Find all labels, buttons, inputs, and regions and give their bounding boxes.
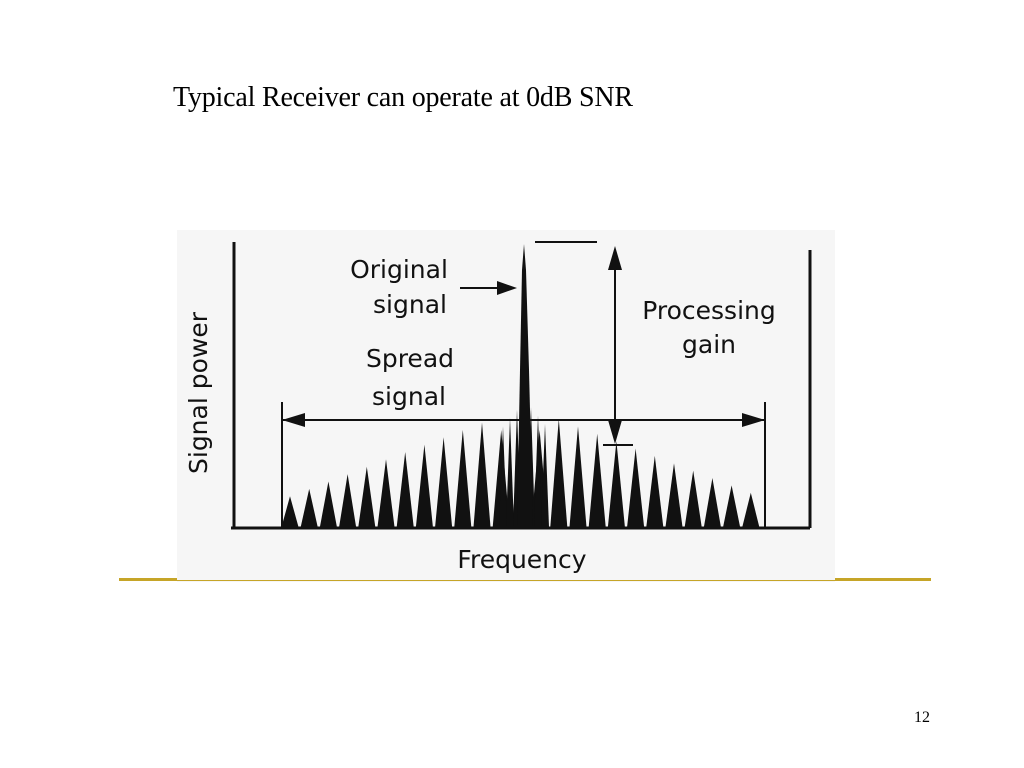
- spread-signal-spikes: [281, 401, 760, 527]
- footer-rule-under-figure: [177, 580, 835, 581]
- spread-signal-spike: [339, 474, 357, 527]
- processing-gain-label-line1: Processing: [642, 296, 776, 325]
- x-axis-label: Frequency: [457, 545, 586, 574]
- spread-signal-spike: [607, 441, 625, 527]
- spread-arrow-left-head: [282, 413, 305, 427]
- spread-spectrum-diagram: Original signal Spread signal Processing…: [177, 230, 835, 582]
- spread-signal-spike: [396, 452, 414, 527]
- spread-signal-spike: [588, 433, 606, 527]
- footer-rule-right: [835, 578, 931, 581]
- spread-signal-spike: [473, 422, 491, 527]
- spread-signal-spike: [665, 463, 683, 527]
- spread-signal-spike: [300, 488, 318, 527]
- spread-signal-spike: [319, 481, 337, 527]
- spread-signal-spike: [742, 492, 760, 527]
- original-signal-label-line1: Original: [350, 255, 448, 284]
- y-axis-label: Signal power: [184, 311, 213, 474]
- spread-signal-spike: [415, 444, 433, 527]
- spread-signal-spike: [358, 466, 376, 527]
- page-number: 12: [914, 709, 930, 726]
- original-signal-pointer-head: [497, 281, 517, 295]
- spread-signal-spike: [435, 437, 453, 527]
- spread-arrow-right-head: [742, 413, 765, 427]
- spread-signal-spike: [454, 429, 472, 527]
- spread-signal-spike: [281, 496, 299, 527]
- spread-signal-label-line2: signal: [372, 382, 446, 411]
- gain-arrow-up-head: [608, 246, 622, 270]
- spread-signal-spike: [569, 426, 587, 527]
- slide-title: Typical Receiver can operate at 0dB SNR: [173, 82, 633, 113]
- spread-signal-spike: [627, 448, 645, 527]
- original-signal-peak: [517, 244, 533, 528]
- spread-signal-spike: [646, 455, 664, 527]
- spread-signal-label-line1: Spread: [366, 344, 454, 373]
- spread-signal-spike: [723, 485, 741, 527]
- spread-signal-spike: [550, 418, 568, 527]
- spread-signal-spike: [541, 424, 549, 527]
- spread-signal-spike: [534, 415, 542, 527]
- spread-signal-spike: [703, 477, 721, 527]
- gain-arrow-down-head: [608, 420, 622, 444]
- spread-signal-spike: [684, 470, 702, 527]
- original-signal-label-line2: signal: [373, 290, 447, 319]
- spread-signal-spike: [377, 459, 395, 527]
- processing-gain-label-line2: gain: [682, 330, 736, 359]
- footer-rule-left: [119, 578, 177, 581]
- spread-signal-spike: [506, 418, 514, 527]
- spread-signal-spike: [499, 426, 507, 527]
- diagram-svg: Original signal Spread signal Processing…: [184, 241, 812, 574]
